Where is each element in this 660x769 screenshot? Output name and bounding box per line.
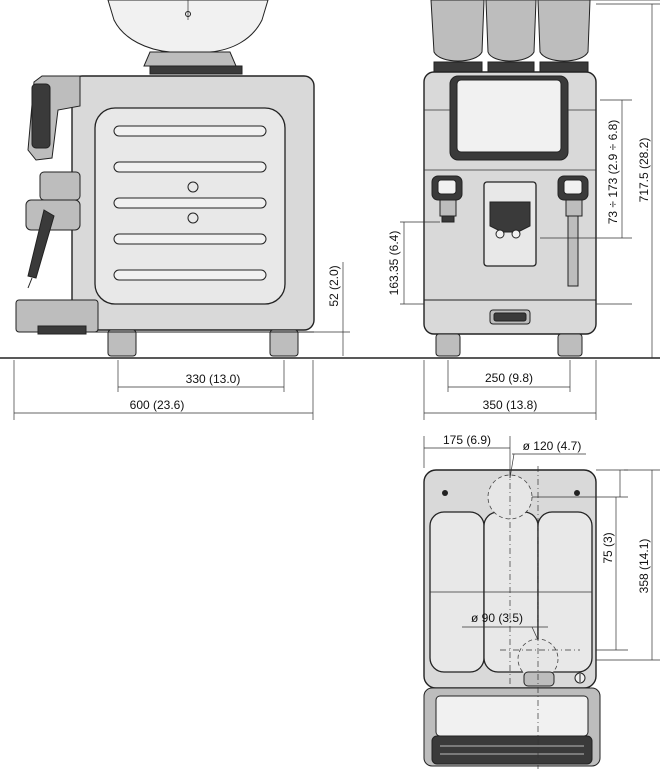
side-dimensions: 330 (13.0) 600 (23.6) 52 (2.0) <box>13 262 350 420</box>
dim-top-hole-offset: 175 (6.9) <box>443 433 491 447</box>
side-vent-slots <box>113 125 267 281</box>
dim-top-small-hole: ø 90 (3.5) <box>471 611 523 625</box>
dim-front-outlet-height: 163.35 (6.4) <box>387 231 401 296</box>
front-foot-right <box>557 333 583 357</box>
front-screen <box>456 79 562 153</box>
front-dimensions: 250 (9.8) 350 (13.8) 717.5 (28.2) 73 ÷ 1… <box>387 3 660 420</box>
side-foot-front <box>107 329 137 357</box>
top-view <box>423 466 601 769</box>
front-hoppers <box>430 0 660 73</box>
dim-side-depth: 600 (23.6) <box>130 398 185 412</box>
dim-front-total-height: 717.5 (28.2) <box>637 138 651 203</box>
dim-side-feet-spacing: 330 (13.0) <box>186 372 241 386</box>
side-view <box>15 0 315 357</box>
front-right-outlet <box>557 175 589 287</box>
dim-front-feet-spacing: 250 (9.8) <box>485 371 533 385</box>
dim-front-width: 350 (13.8) <box>483 398 538 412</box>
top-drip-grid <box>431 735 593 765</box>
dim-side-foot-height: 52 (2.0) <box>327 265 341 306</box>
side-foot-back <box>269 329 299 357</box>
top-drip-grid-slots <box>440 745 584 755</box>
front-view <box>423 0 660 357</box>
top-dimensions: 175 (6.9) ø 120 (4.7) 75 (3) 358 (14.1) … <box>423 433 660 661</box>
dim-front-outlet-range: 73 ÷ 173 (2.9 ÷ 6.8) <box>606 120 620 225</box>
dim-top-large-hole: ø 120 (4.7) <box>523 439 582 453</box>
dim-top-hole-spacing: 75 (3) <box>601 532 615 563</box>
front-foot-left <box>435 333 461 357</box>
side-hopper <box>107 0 269 75</box>
front-left-outlet <box>431 175 463 223</box>
dim-top-depth: 358 (14.1) <box>637 539 651 594</box>
side-control-arm <box>25 75 81 289</box>
